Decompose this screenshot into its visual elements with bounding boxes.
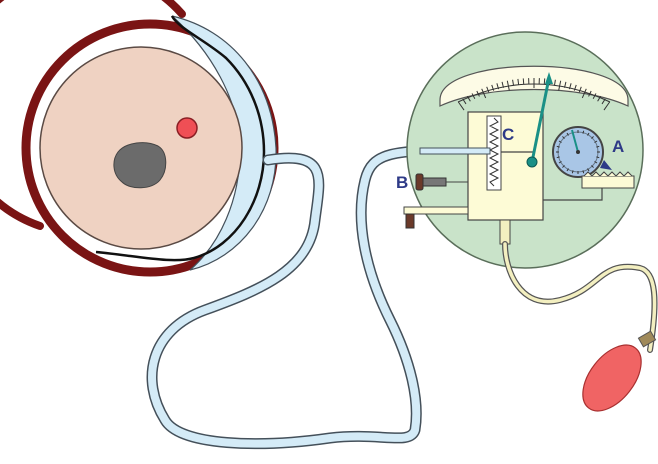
dial-tick	[566, 132, 569, 136]
screw-b-body	[421, 177, 447, 187]
gauge-device	[403, 31, 644, 269]
tube-inlet	[419, 147, 491, 155]
fluid-tube	[146, 144, 476, 450]
label-c: C	[502, 125, 514, 144]
dial-tick	[562, 136, 565, 139]
dial-tick	[556, 145, 560, 148]
needle-pivot	[526, 156, 538, 168]
scale-ticks	[457, 78, 611, 111]
fluid-tube-fill	[148, 146, 474, 448]
air-tube-outlet	[499, 219, 511, 245]
air-tube-fill	[503, 242, 657, 352]
scale-tick	[457, 101, 465, 111]
label-b: B	[396, 173, 408, 192]
scale-tick	[512, 79, 515, 86]
dial-tick	[566, 168, 569, 172]
dial-tick	[594, 161, 598, 164]
dial-tick	[571, 170, 574, 174]
scale-tick	[481, 88, 487, 99]
dial-tick	[556, 156, 560, 159]
dial-a-ticks	[556, 130, 600, 174]
scale-tick	[597, 95, 602, 102]
dial-tick	[587, 168, 590, 172]
lower-clamp-knob	[405, 213, 415, 229]
scale-tick	[491, 84, 495, 91]
label-a: A	[612, 137, 624, 156]
scale-tick	[573, 84, 577, 91]
dial-tick	[562, 165, 565, 168]
scale-tick	[592, 93, 597, 99]
dial-tick	[596, 156, 600, 159]
rack-c-teeth	[488, 117, 500, 187]
rack-a-link	[543, 188, 603, 201]
dial-tick	[558, 140, 562, 143]
skull-section	[0, 0, 279, 277]
bulb	[582, 330, 657, 412]
bulb-neck	[637, 330, 657, 348]
scale-tick	[553, 79, 556, 86]
scale-tick	[603, 101, 611, 111]
bulb-body	[582, 344, 642, 412]
scale-tick	[486, 86, 490, 93]
dark-mass	[113, 142, 167, 189]
dial-tick	[594, 140, 598, 143]
needle-tip	[545, 72, 553, 84]
dial-a-pointer	[600, 160, 612, 170]
dial-tick	[591, 136, 594, 139]
red-dot	[176, 117, 198, 139]
rack-a	[581, 175, 635, 189]
screw-b-knob	[415, 173, 424, 191]
dial-a	[552, 126, 612, 178]
dial-a-needle	[571, 129, 579, 153]
dial-a-pivot	[576, 150, 580, 154]
lower-clamp-bar	[403, 206, 469, 215]
scale-tick	[466, 95, 471, 102]
dial-tick	[587, 132, 590, 136]
screw-b	[415, 173, 468, 191]
dial-tick	[558, 161, 562, 164]
gauge-needle	[530, 77, 551, 163]
rack-a-teeth	[583, 171, 633, 177]
lower-clamp	[403, 206, 469, 229]
scale-tick	[517, 78, 520, 86]
scale-tick	[581, 88, 587, 99]
scale-tick	[471, 93, 476, 99]
dial-tick	[591, 165, 594, 168]
scale-arc	[457, 83, 611, 103]
air-tube	[502, 241, 658, 353]
scale-tick	[578, 86, 582, 93]
dial-tick	[596, 145, 600, 148]
dial-tick	[582, 130, 585, 134]
dial-tick	[582, 170, 585, 174]
